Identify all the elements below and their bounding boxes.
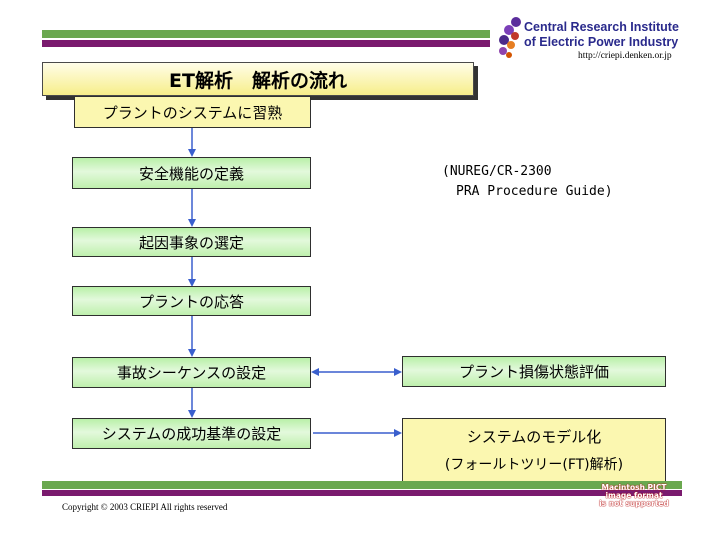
footer-band-green <box>42 481 682 489</box>
damage-state-evaluation-label: プラント損傷状態評価 <box>458 363 609 381</box>
step-accident-sequences: 事故シーケンスの設定 <box>72 357 311 388</box>
reference-line1: (NUREG/CR-2300 <box>442 164 552 179</box>
org-name-line1: Central Research Institute <box>524 20 679 34</box>
header-band-green <box>42 30 490 38</box>
page-title: ET解析 解析の流れ <box>42 62 474 96</box>
fault-tree-label: (フォールトツリー(FT)解析) <box>444 456 624 473</box>
step-safety-functions-label: 安全機能の定義 <box>138 164 244 183</box>
step-success-criteria: システムの成功基準の設定 <box>72 418 311 449</box>
header-band-purple <box>42 40 490 47</box>
damage-state-evaluation-box: プラント損傷状態評価 <box>402 356 666 387</box>
step-safety-functions: 安全機能の定義 <box>72 157 311 189</box>
org-url: http://criepi.denken.or.jp <box>578 51 672 61</box>
system-modeling-label: システムのモデル化 <box>466 428 602 447</box>
step-accident-sequences-label: 事故シーケンスの設定 <box>116 364 267 382</box>
step-initiating-events: 起因事象の選定 <box>72 227 311 257</box>
org-name-line2: of Electric Power Industry <box>524 35 679 49</box>
pict-line1: Macintosh PICT <box>601 483 667 492</box>
step-familiarize-label: プラントのシステムに習熟 <box>102 103 283 122</box>
pict-line3: is not supported <box>599 499 669 508</box>
system-modeling-box: システムのモデル化 (フォールトツリー(FT)解析) <box>402 418 666 482</box>
step-familiarize: プラントのシステムに習熟 <box>74 96 311 128</box>
step-initiating-events-label: 起因事象の選定 <box>138 233 244 252</box>
page-title-text: ET解析 解析の流れ <box>169 69 347 92</box>
step-plant-response: プラントの応答 <box>72 286 311 316</box>
copyright-text: Copyright © 2003 CRIEPI All rights reser… <box>62 502 228 512</box>
pict-line2: image format <box>605 491 663 500</box>
criepi-logo-icon <box>494 14 524 60</box>
step-plant-response-label: プラントの応答 <box>138 292 244 311</box>
reference-line2: PRA Procedure Guide) <box>456 184 613 199</box>
footer-band-purple <box>42 490 682 496</box>
unsupported-image-placeholder: Macintosh PICT image format is not suppo… <box>588 484 680 508</box>
step-success-criteria-label: システムの成功基準の設定 <box>101 425 282 443</box>
